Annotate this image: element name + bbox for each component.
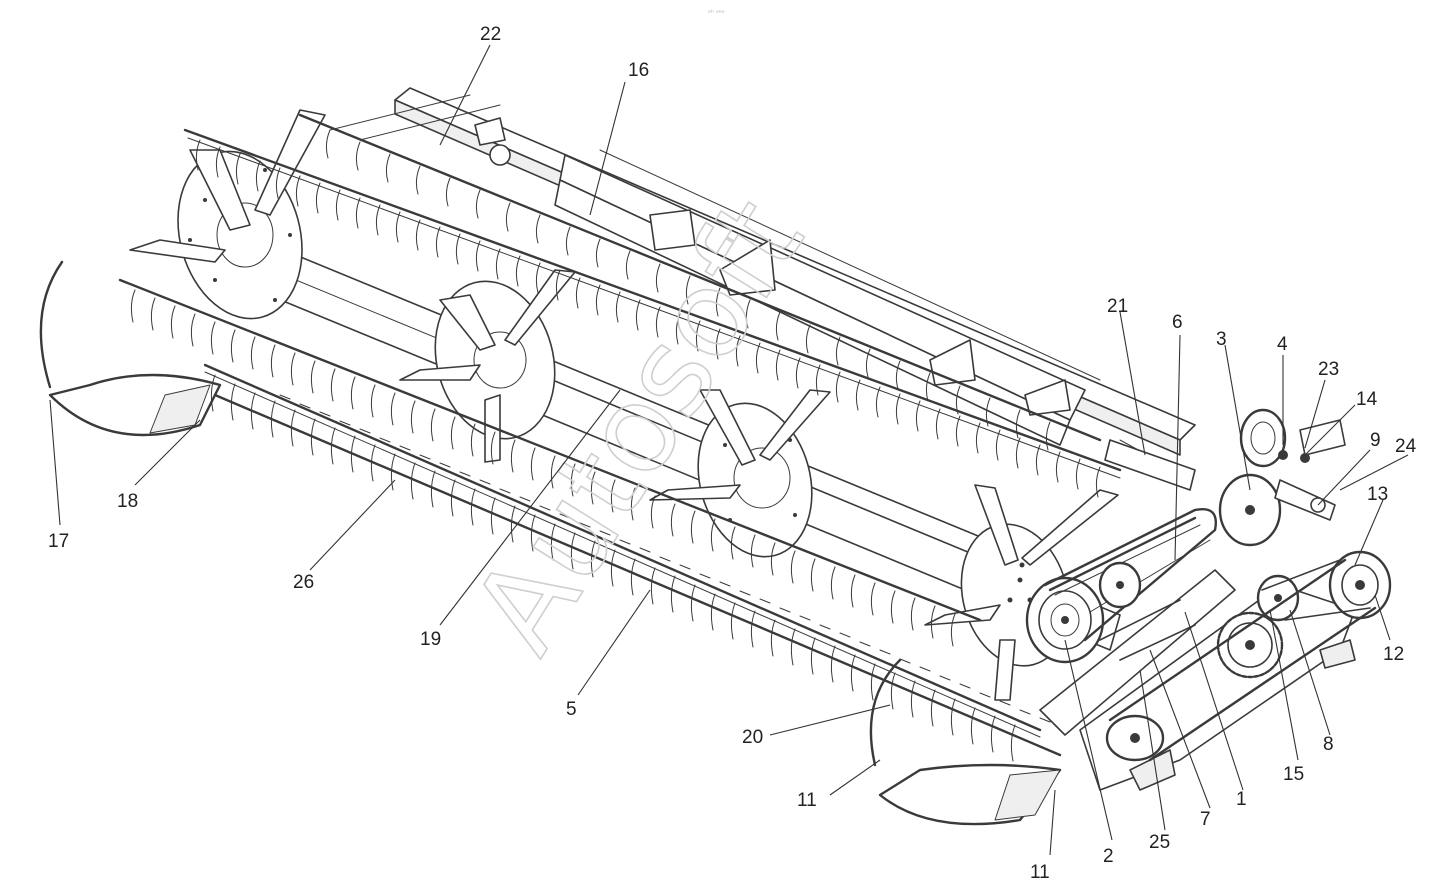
- callout-11-left: 11: [797, 790, 817, 811]
- callout-14: 14: [1356, 389, 1378, 410]
- tine-bar-middle: [118, 278, 982, 647]
- intermediate-pulley: [1256, 574, 1300, 622]
- sprocket: [1216, 611, 1284, 679]
- reel-spider-arms: [129, 109, 1119, 701]
- callout-13: 13: [1367, 484, 1388, 505]
- leader-lines: [49, 44, 1409, 856]
- tine-bar-upper: [298, 113, 1102, 451]
- drive-pulley-large: [1025, 576, 1105, 664]
- tensioner-disc: [1218, 473, 1282, 547]
- callout-3: 3: [1216, 329, 1227, 350]
- callout-23: 23: [1318, 359, 1339, 380]
- idler-sprocket-upper: [1098, 561, 1142, 609]
- callout-19: 19: [420, 629, 441, 650]
- callout-8: 8: [1323, 734, 1334, 755]
- callout-5: 5: [566, 699, 577, 720]
- pulley-top-right: [1239, 408, 1310, 468]
- callout-1: 1: [1236, 789, 1247, 810]
- tine-bar-top: [183, 128, 1122, 498]
- callout-20: 20: [742, 727, 763, 748]
- strut-rods: [1099, 599, 1196, 661]
- header-mark: ᵒʰ ᵒᵒᵒ: [708, 9, 725, 17]
- callout-25: 25: [1149, 832, 1170, 853]
- callout-26: 26: [293, 572, 314, 593]
- tine-bar-bottom: [213, 393, 1062, 757]
- callout-9: 9: [1370, 430, 1381, 451]
- callout-7: 7: [1200, 809, 1211, 830]
- callout-6: 6: [1172, 312, 1183, 333]
- callout-22: 22: [480, 24, 501, 45]
- crop-divider-right: [869, 658, 1062, 826]
- callout-21: 21: [1107, 296, 1128, 317]
- callout-4: 4: [1277, 334, 1288, 355]
- tine-bar-lower: [203, 363, 1042, 762]
- callout-labels: 1 2 3 4 5 6 7 8 9 11 11 12 13 14 15 16 1…: [48, 24, 1417, 883]
- callout-2: 2: [1103, 846, 1114, 867]
- callout-11-bottom: 11: [1030, 862, 1050, 883]
- drive-belt: [1108, 558, 1377, 762]
- callout-18: 18: [117, 491, 138, 512]
- callout-12: 12: [1383, 644, 1404, 665]
- callout-15: 15: [1283, 764, 1304, 785]
- support-beam: [329, 87, 1196, 491]
- v-belt-pulley: [1328, 550, 1392, 620]
- crop-divider-left: [39, 260, 222, 437]
- callout-24: 24: [1395, 436, 1417, 457]
- lower-pulley: [1105, 714, 1165, 762]
- callout-17: 17: [48, 531, 69, 552]
- callout-16: 16: [628, 60, 649, 81]
